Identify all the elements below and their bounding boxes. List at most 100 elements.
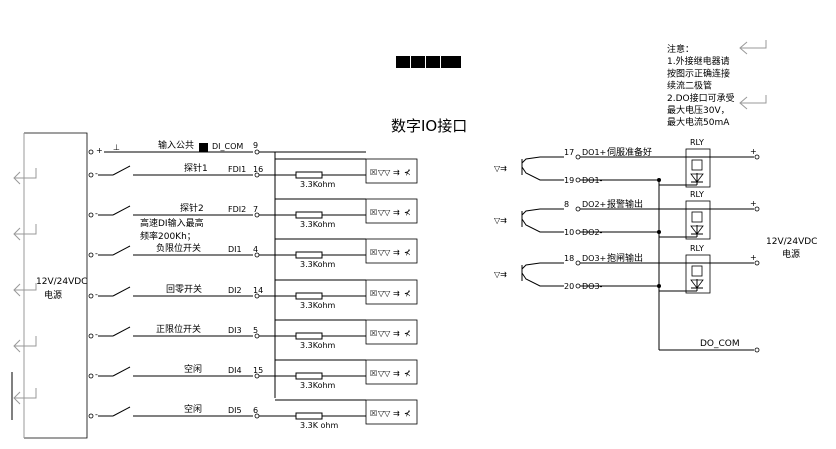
relay: RLY — [659, 190, 711, 240]
svg-text:▽▽: ▽▽ — [378, 329, 391, 338]
svg-text:⇉: ⇉ — [393, 168, 400, 177]
do-pin-minus: 19 — [564, 176, 574, 185]
svg-text:+: + — [96, 146, 103, 155]
do-pin-minus: 10 — [564, 228, 574, 237]
optocoupler: ☒▽▽⇉ ⊀ — [365, 158, 418, 184]
input-label: 正限位开关 — [156, 323, 201, 335]
resistor-label: 3.3Kohm — [300, 341, 336, 350]
optocoupler: ☒▽▽⇉⊀ — [365, 198, 418, 224]
svg-text:☒: ☒ — [370, 208, 377, 217]
svg-text:RLY: RLY — [690, 244, 704, 253]
svg-text:⇉: ⇉ — [393, 369, 400, 378]
svg-text:-: - — [95, 370, 98, 379]
svg-text:⇉: ⇉ — [393, 248, 400, 257]
input-label: 回零开关 — [166, 283, 202, 295]
resistor — [295, 292, 323, 300]
switch-contact — [112, 245, 131, 256]
svg-text:⊀: ⊀ — [404, 168, 411, 177]
svg-text:☒: ☒ — [370, 409, 377, 418]
high-speed-note-line1: 高速DI输入最高 — [140, 217, 204, 229]
input-pin: 15 — [253, 366, 263, 375]
svg-text:☒: ☒ — [370, 248, 377, 257]
do-name-plus: DO3+ — [582, 254, 606, 263]
input-label: 空闲 — [184, 363, 202, 375]
svg-text:⊀: ⊀ — [404, 369, 411, 378]
input-label: 探针2 — [180, 202, 204, 214]
svg-text:-: - — [95, 410, 98, 419]
note-line: 1.外接继电器请 — [667, 55, 730, 67]
note-line: 最大电压30V， — [667, 104, 730, 116]
relay: RLY — [659, 138, 711, 188]
input-label: 负限位开关 — [156, 242, 201, 254]
resistor — [295, 372, 323, 380]
note-line: 2.DO接口可承受 — [667, 92, 735, 104]
svg-text:RLY: RLY — [690, 138, 704, 147]
opto-led-icon: ▽⇉ — [494, 164, 507, 173]
svg-text:-: - — [95, 290, 98, 299]
left-power-voltage: 12V/24VDC — [36, 277, 87, 287]
svg-text:☒: ☒ — [370, 329, 377, 338]
input-pin: 4 — [253, 245, 258, 254]
svg-text:▽▽: ▽▽ — [378, 409, 391, 418]
left-power-supply: 12V/24VDC 电源 — [11, 132, 87, 439]
do-pin-plus: 18 — [564, 254, 574, 263]
diagram-title: 数字IO接口 — [391, 117, 467, 135]
svg-text:▽▽: ▽▽ — [378, 168, 391, 177]
flyback-diode-icon — [690, 173, 704, 183]
switch-contact — [112, 366, 131, 377]
optocoupler: ☒▽▽⇉⊀ — [365, 319, 418, 345]
right-power-label: 电源 — [782, 248, 800, 260]
notes-block: 注意：1.外接继电器请按图示正确连接续流二极管2.DO接口可承受最大电压30V，… — [667, 43, 735, 128]
svg-text:-: - — [95, 249, 98, 258]
input-pin: 16 — [253, 165, 263, 174]
resistor-label: 3.3Kohm — [300, 260, 336, 269]
resistor-label: 3.3Kohm — [300, 301, 336, 310]
resistor — [295, 412, 323, 420]
switch-contact — [112, 286, 131, 297]
svg-text:☒: ☒ — [370, 168, 377, 177]
input-label: 空闲 — [184, 403, 202, 415]
input-pin: 7 — [253, 205, 258, 214]
input-name: FDI2 — [228, 205, 246, 214]
svg-text:⊀: ⊀ — [404, 208, 411, 217]
resistor — [295, 251, 323, 259]
input-name: DI4 — [228, 366, 242, 375]
optocoupler: ☒▽▽⇉⊀ — [365, 359, 418, 385]
do-name-plus: DO2+ — [582, 200, 606, 209]
input-name: DI3 — [228, 326, 242, 335]
flyback-diode-icon — [690, 279, 704, 289]
input-common-label: 输入公共 — [158, 139, 194, 151]
resistor-label: 3.3Kohm — [300, 381, 336, 390]
svg-text:⇉: ⇉ — [393, 208, 400, 217]
resistor — [295, 211, 323, 219]
svg-text:-: - — [95, 209, 98, 218]
svg-text:☒: ☒ — [370, 369, 377, 378]
input-label: 探针1 — [184, 162, 208, 174]
input-name: DI2 — [228, 286, 242, 295]
input-pin: 6 — [253, 406, 258, 415]
do-function-label: 报警输出 — [607, 198, 643, 210]
svg-text:RLY: RLY — [690, 190, 704, 199]
flyback-diode-icon — [690, 225, 704, 235]
note-line: 注意： — [667, 43, 694, 55]
do-function-label: 伺服准备好 — [607, 146, 652, 158]
relay: RLY — [659, 244, 711, 294]
svg-text:▽▽: ▽▽ — [378, 289, 391, 298]
switch-contact — [112, 326, 131, 337]
do-function-label: 抱闸输出 — [607, 252, 643, 264]
optocoupler: ☒▽▽⇉⊀ — [365, 279, 418, 305]
note-arrows — [739, 40, 767, 110]
resistor-label: 3.3Kohm — [300, 180, 336, 189]
input-common-name: DI_COM — [212, 142, 243, 151]
redaction-blocks — [199, 56, 461, 152]
